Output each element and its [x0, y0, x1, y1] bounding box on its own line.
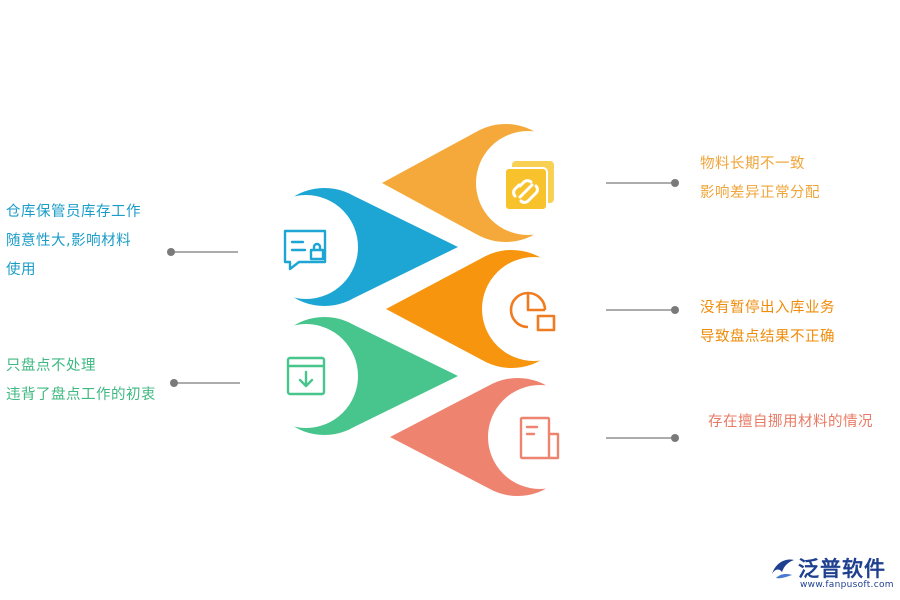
- label-line: 物料长期不一致: [700, 156, 805, 172]
- cone-material-shortage: [382, 124, 580, 243]
- label-line: 使用: [6, 262, 36, 278]
- fanpu-logo: 泛普软件 www.fanpusoft.com: [770, 553, 895, 597]
- label-line: 影响差异正常分配: [700, 185, 820, 201]
- logo-mark-icon: [772, 559, 794, 579]
- cone-storekeeper-random: [254, 188, 458, 306]
- document-icon: [519, 416, 560, 460]
- logo-brand: 泛普软件: [798, 557, 886, 581]
- label-count-only: 只盘点不处理 违背了盘点工作的初衷: [6, 352, 156, 410]
- label-line: 只盘点不处理: [6, 358, 96, 374]
- cone-count-only: [254, 317, 458, 435]
- label-line: 没有暂停出入库业务: [700, 300, 835, 316]
- link-icon: [504, 161, 554, 211]
- inbox-download-icon: [286, 356, 326, 396]
- label-misuse: 存在擅自挪用材料的情况: [708, 408, 873, 437]
- label-line: 随意性大,影响材料: [6, 233, 132, 249]
- label-material-shortage: 物料长期不一致 影响差异正常分配: [700, 150, 820, 208]
- label-line: 导致盘点结果不正确: [700, 329, 835, 345]
- label-no-pause: 没有暂停出入库业务 导致盘点结果不正确: [700, 294, 835, 352]
- message-lock-icon: [283, 229, 327, 271]
- cone-no-pause: [386, 250, 586, 368]
- label-line: 仓库保管员库存工作: [6, 204, 141, 220]
- connector-dots: [167, 179, 679, 442]
- cone-misuse: [390, 378, 592, 496]
- pie-chart-icon: [509, 291, 556, 332]
- logo-site: www.fanpusoft.com: [800, 580, 894, 590]
- label-line: 违背了盘点工作的初衷: [6, 387, 156, 403]
- label-line: 存在擅自挪用材料的情况: [708, 414, 873, 430]
- label-storekeeper-random: 仓库保管员库存工作 随意性大,影响材料 使用: [6, 198, 141, 285]
- connector-lines: [171, 182, 675, 439]
